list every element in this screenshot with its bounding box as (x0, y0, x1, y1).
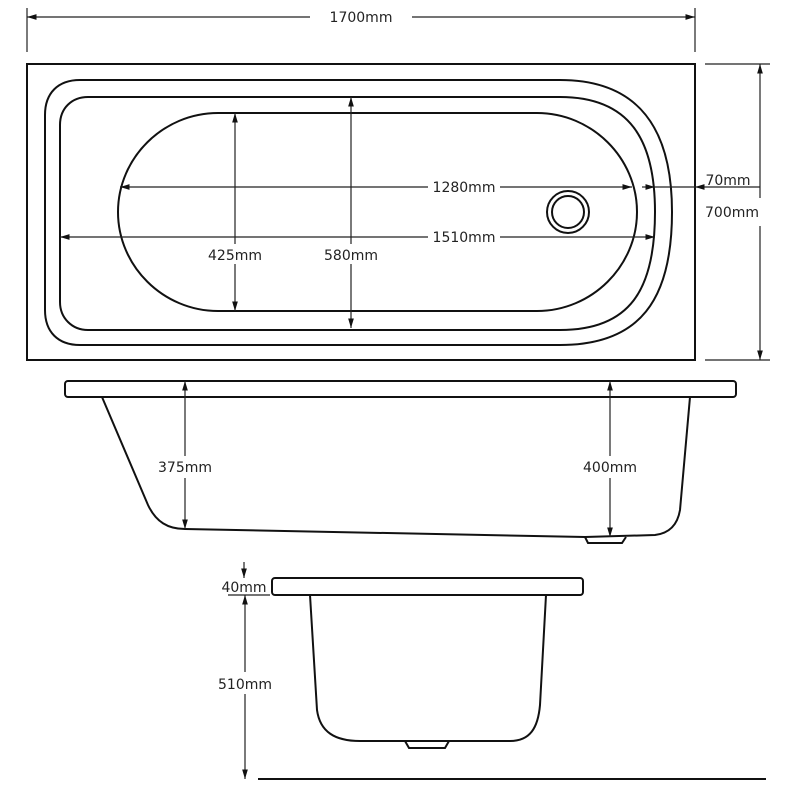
side-drain (584, 536, 627, 544)
right-depth-label: 400mm (583, 460, 637, 476)
inner-length-label: 1510mm (433, 230, 496, 246)
overall-width-label: 700mm (705, 205, 759, 221)
basin-outline (116, 112, 639, 312)
end-body-outline (309, 594, 547, 742)
drain-inner (551, 195, 585, 229)
drain-outer (546, 190, 590, 234)
end-rim (271, 577, 584, 596)
rim-edge-outline (44, 79, 674, 346)
basin-width-label: 425mm (208, 248, 262, 264)
left-depth-label: 375mm (158, 460, 212, 476)
end-drain (404, 740, 450, 749)
basin-length-label: 1280mm (433, 180, 496, 196)
height-label: 510mm (218, 677, 272, 693)
inner-width-label: 580mm (324, 248, 378, 264)
overall-length-label: 1700mm (330, 10, 393, 26)
rim-offset-label: 70mm (705, 173, 750, 189)
top-view: 1700mm 700mm 70mm 1280mm 1510mm 425mm 58… (26, 8, 770, 361)
end-view: 40mm 510mm (218, 562, 766, 780)
side-view: 375mm 400mm (64, 380, 737, 544)
outer-rim-outline (26, 63, 696, 361)
side-rim (64, 380, 737, 398)
rim-thickness-label: 40mm (221, 580, 266, 596)
inner-edge-outline (59, 96, 657, 331)
